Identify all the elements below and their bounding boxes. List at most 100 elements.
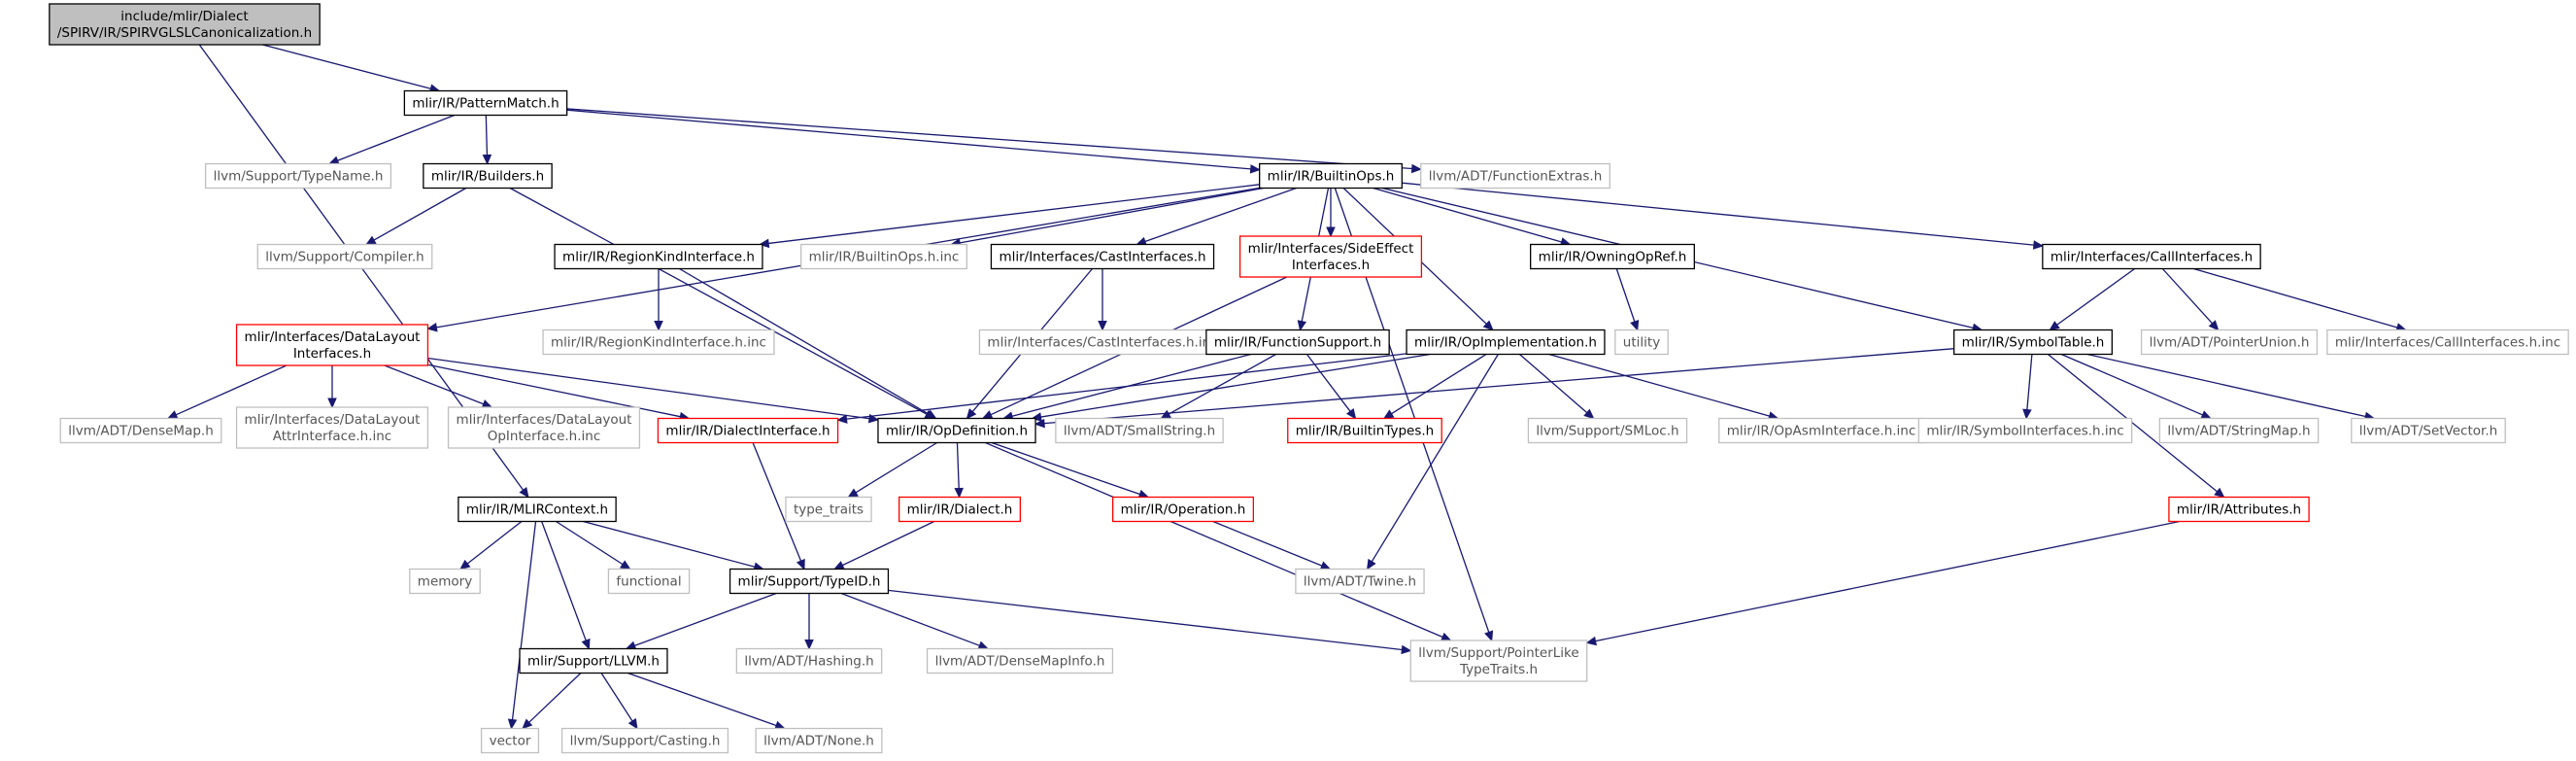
node-compiler: llvm/Support/Compiler.h [256, 243, 433, 270]
node-box [1055, 417, 1224, 444]
node-dialectinterface[interactable]: mlir/IR/DialectInterface.h [657, 417, 839, 444]
edge-callinterfaces-to-callinterfacesinc [2193, 267, 2407, 332]
edge-attributes-to-pointerlike [1585, 520, 2181, 646]
edge-opdefinition-to-dialect [954, 442, 964, 499]
node-builtinops[interactable]: mlir/IR/BuiltinOps.h [1259, 162, 1403, 190]
node-box [480, 727, 540, 754]
node-label: mlir/IR/Attributes.h [2177, 502, 2301, 518]
edge-regionkind-to-regionkindinc [654, 268, 663, 331]
edge-patternmatch-to-typename [328, 114, 456, 165]
edge-arrowhead [966, 408, 977, 420]
node-label: llvm/ADT/Hashing.h [744, 654, 873, 670]
node-label: /SPIRV/IR/SPIRVGLSLCanonicalization.h [57, 25, 312, 41]
edge-llvmh-to-vector [522, 673, 582, 730]
node-label: mlir/IR/RegionKindInterface.h [562, 250, 755, 265]
node-functionsupport[interactable]: mlir/IR/FunctionSupport.h [1205, 329, 1390, 356]
node-callinterfaces[interactable]: mlir/Interfaces/CallInterfaces.h [2042, 243, 2261, 270]
edge-line [337, 114, 456, 161]
edge-line [466, 520, 523, 565]
node-attributes[interactable]: mlir/IR/Attributes.h [2168, 496, 2310, 523]
edge-mlircontext-to-typeid [583, 520, 764, 571]
node-label: mlir/IR/MLIRContext.h [466, 502, 608, 518]
edge-line [566, 108, 1412, 170]
node-mlircontext[interactable]: mlir/IR/MLIRContext.h [458, 496, 617, 523]
edge-line [985, 441, 1443, 639]
node-regionkind[interactable]: mlir/IR/RegionKindInterface.h [554, 243, 763, 270]
edge-arrowhead [796, 558, 805, 571]
node-box [2140, 329, 2319, 356]
edge-arrowhead [2200, 410, 2213, 420]
node-opdefinition[interactable]: mlir/IR/OpDefinition.h [877, 417, 1036, 444]
edge-line [2193, 267, 2398, 329]
edge-arrowhead [1585, 636, 1597, 646]
node-owningopref[interactable]: mlir/IR/OwningOpRef.h [1530, 243, 1695, 270]
edge-arrowhead [1401, 644, 1412, 655]
node-pointerunion: llvm/ADT/PointerUnion.h [2140, 329, 2319, 356]
node-box [2326, 329, 2569, 356]
node-box [1527, 417, 1688, 444]
edge-arrowhead [1583, 408, 1595, 420]
node-box [2351, 417, 2506, 444]
node-root[interactable]: include/mlir/Dialect/SPIRV/IR/SPIRVGLSLC… [49, 3, 321, 46]
node-box [542, 329, 775, 356]
node-builders[interactable]: mlir/IR/Builders.h [423, 162, 553, 190]
node-label: include/mlir/Dialect [120, 9, 248, 24]
edge-line [262, 44, 431, 89]
node-builtintypes[interactable]: mlir/IR/BuiltinTypes.h [1287, 417, 1442, 444]
node-box [657, 417, 839, 444]
edge-typeid-to-pointerlike [888, 589, 1412, 655]
node-dlopinc: mlir/Interfaces/DataLayoutOpInterface.h.… [447, 406, 641, 449]
edge-line [846, 353, 1407, 420]
edge-line [511, 521, 537, 720]
node-castinterfacesinc: mlir/Interfaces/CastInterfaces.h.inc [978, 329, 1227, 356]
node-box [990, 243, 1215, 270]
node-llvmh[interactable]: mlir/Support/LLVM.h [519, 647, 668, 675]
node-box [1718, 417, 1924, 444]
node-smallstring: llvm/ADT/SmallString.h [1055, 417, 1224, 444]
node-box [1406, 329, 1606, 356]
node-dialect[interactable]: mlir/IR/Dialect.h [898, 496, 1021, 523]
edge-builders-to-compiler [365, 187, 467, 246]
node-label: llvm/Support/Casting.h [570, 734, 721, 749]
node-box [256, 243, 433, 270]
node-symbolinc: mlir/IR/SymbolInterfaces.h.inc [1917, 417, 2133, 444]
edge-line [175, 364, 288, 416]
node-box [59, 417, 222, 444]
node-label: mlir/IR/RegionKindInterface.h.inc [551, 335, 766, 351]
node-label: mlir/IR/Builders.h [431, 169, 544, 185]
node-typeid[interactable]: mlir/Support/TypeID.h [729, 568, 890, 595]
edge-line [2060, 353, 2203, 416]
node-twine: llvm/ADT/Twine.h [1295, 568, 1425, 595]
edge-line [1548, 353, 1770, 417]
node-dlattrinc: mlir/Interfaces/DataLayoutAttrInterface.… [235, 406, 429, 449]
edge-arrowhead [2022, 408, 2032, 420]
node-label: OpInterface.h.inc [488, 429, 601, 444]
node-box [800, 243, 967, 270]
edge-line [840, 592, 980, 646]
edge-line [855, 441, 937, 494]
node-label: llvm/ADT/DenseMap.h [68, 424, 214, 439]
node-box [1295, 568, 1425, 595]
node-none: llvm/ADT/None.h [755, 727, 883, 754]
node-patternmatch[interactable]: mlir/IR/PatternMatch.h [403, 89, 568, 117]
node-box [235, 406, 429, 449]
edge-arrowhead [482, 154, 492, 165]
node-box [409, 568, 481, 595]
node-box [735, 647, 883, 675]
edge-line [888, 589, 1403, 651]
edge-arrowhead [1440, 632, 1452, 641]
node-label: mlir/IR/FunctionSupport.h [1214, 335, 1381, 351]
node-symboltable[interactable]: mlir/IR/SymbolTable.h [1952, 329, 2114, 356]
edge-arrowhead [836, 414, 848, 424]
node-operation[interactable]: mlir/IR/Operation.h [1112, 496, 1254, 523]
edge-arrowhead [1382, 409, 1395, 420]
edge-line [528, 673, 582, 723]
node-castinterfaces[interactable]: mlir/Interfaces/CastInterfaces.h [990, 243, 1215, 270]
edge-arrowhead [581, 638, 591, 650]
node-label: llvm/Support/SMLoc.h [1536, 424, 1678, 439]
node-opimplementation[interactable]: mlir/IR/OpImplementation.h [1406, 329, 1606, 356]
